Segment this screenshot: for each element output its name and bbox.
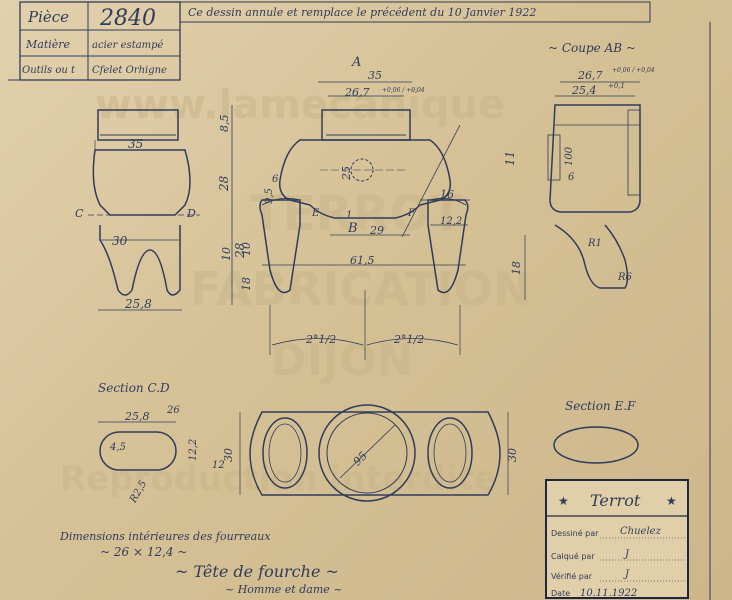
- dim-9-5: 9,5: [264, 188, 275, 204]
- dim-28-b: 28: [233, 242, 247, 259]
- top-30-l: 30: [222, 448, 235, 462]
- date-label: Date: [551, 589, 570, 598]
- dim-61-5: 61,5: [350, 254, 375, 267]
- header-table: Pièce 2840 Matière acier estampé Outils …: [19, 1, 651, 81]
- matiere-value: acier estampé: [92, 40, 164, 51]
- label-f: F: [407, 208, 416, 219]
- verifie-label: Vérifié par: [551, 571, 593, 581]
- interior-dims-value: ~ 26 × 12,4 ~: [100, 545, 187, 559]
- section-cd-title: Section C.D: [98, 381, 170, 395]
- dim-8-5: 8,5: [218, 115, 231, 133]
- label-d: D: [186, 207, 196, 220]
- r1: R1: [587, 238, 602, 249]
- notes: Dimensions intérieures des fourreaux ~ 2…: [59, 530, 342, 596]
- dessine-value: Chuelez: [620, 526, 662, 537]
- star-right-icon: ★: [666, 494, 677, 508]
- right-25-4: 25,4: [571, 84, 597, 97]
- interior-dims-note: Dimensions intérieures des fourreaux: [59, 530, 271, 543]
- dim-28-a: 28: [217, 175, 231, 192]
- s-12: 12: [212, 460, 225, 471]
- dim-6: 6: [272, 174, 279, 185]
- label-a: A: [351, 55, 361, 70]
- dim-11: 11: [503, 151, 517, 166]
- section-ef-view: Section E.F: [553, 399, 639, 464]
- watermark-line5: Reproduction interdite: [60, 459, 497, 499]
- dim-35-top: 35: [368, 69, 382, 82]
- matiere-label: Matière: [25, 38, 71, 51]
- section-ef-title: Section E.F: [565, 399, 636, 413]
- calque-value: J: [623, 549, 630, 560]
- piece-label: Pièce: [27, 8, 69, 26]
- date-value: 10.11.1922: [580, 588, 637, 599]
- watermark-line3: FABRICATION: [190, 262, 531, 316]
- top-30-r: 30: [506, 448, 519, 462]
- coupe-ab-title: ~ Coupe AB ~: [548, 41, 636, 55]
- dim-25-8-bottom: 25,8: [124, 297, 152, 311]
- front-view: A 35 26,7 +0,06 / +0,04 8,5 28 28 10 18 …: [217, 55, 470, 360]
- section-cd-view: Section C.D 25,8 26 4,5 12,2 12 R2,5: [98, 381, 225, 506]
- outils-label: Outils ou t: [22, 65, 76, 76]
- s-26: 26: [166, 405, 180, 416]
- right-26-7-tol: +0,06 / +0,04: [612, 67, 655, 74]
- watermark-line1: www.lamecanique: [95, 82, 505, 128]
- dim-26-7-tol: +0,06 / +0,04: [382, 87, 425, 94]
- piece-number: 2840: [99, 6, 156, 31]
- star-left-icon: ★: [558, 494, 569, 508]
- label-b: B: [347, 221, 358, 236]
- dim-26-7-top: 26,7: [344, 86, 370, 99]
- dim-1: 1: [346, 210, 352, 221]
- label-c: C: [75, 207, 84, 220]
- dim-10-left: 10: [220, 247, 233, 261]
- brand-name: Terrot: [590, 491, 641, 510]
- verifie-value: J: [623, 569, 630, 580]
- right-26-7: 26,7: [577, 69, 603, 82]
- dim-100: 100: [564, 146, 575, 166]
- s-25-8: 25,8: [124, 410, 150, 423]
- s-4-5: 4,5: [109, 442, 126, 453]
- dim-25: 25: [340, 166, 353, 181]
- dim-12-2: 12,2: [440, 216, 462, 227]
- dim-35-left: 35: [128, 137, 143, 151]
- title-block: ★ Terrot ★ Dessiné par Chuelez Calqué pa…: [545, 479, 689, 599]
- dim-10-mid: 10: [240, 242, 253, 256]
- s-12-2: 12,2: [188, 439, 199, 461]
- coupe-ab-view: ~ Coupe AB ~ 26,7 +0,06 / +0,04 25,4 +0,…: [503, 41, 655, 300]
- label-e: E: [311, 208, 320, 219]
- dim-30: 30: [112, 234, 128, 248]
- dim-18-right: 18: [510, 261, 523, 275]
- dessine-label: Dessiné par: [551, 528, 599, 538]
- right-25-4-tol: +0,1: [608, 82, 625, 90]
- header-note: Ce dessin annule et remplace le précéden…: [188, 6, 536, 19]
- dim-2-half-l: 2°1/2: [305, 333, 336, 346]
- dim-29: 29: [369, 224, 384, 237]
- calque-label: Calqué par: [551, 551, 595, 561]
- watermark-line4: DIJON: [270, 335, 414, 386]
- left-profile-view: 35 C D 30 25,8: [75, 109, 200, 311]
- dim-18-left: 18: [240, 277, 253, 291]
- outils-value: Cfelet Orhigne: [92, 65, 167, 76]
- dim-6-right: 6: [568, 172, 575, 183]
- drawing-subtitle: ~ Homme et dame ~: [225, 583, 342, 596]
- dim-16: 16: [440, 188, 454, 201]
- drawing-title: ~ Tête de fourche ~: [175, 562, 339, 581]
- dim-2-half-r: 2°1/2: [393, 333, 424, 346]
- r6: R6: [617, 272, 633, 283]
